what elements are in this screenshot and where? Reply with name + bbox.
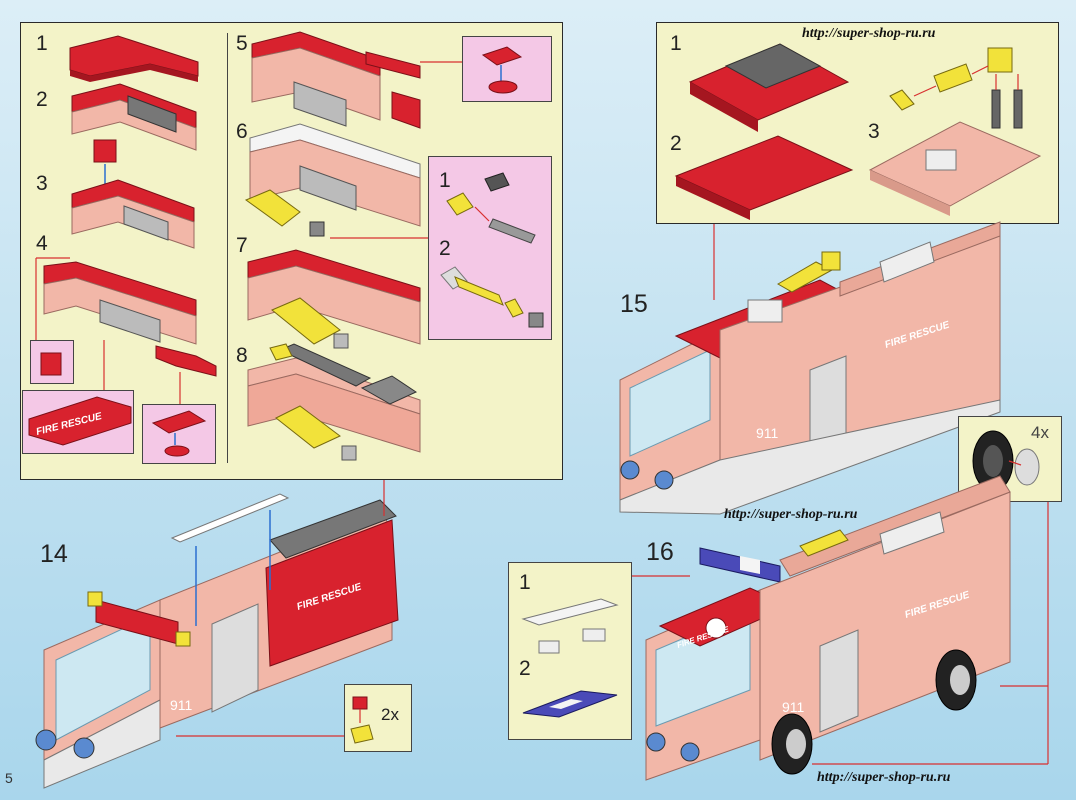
url-middle: http://super-shop-ru.ru: [724, 507, 858, 522]
step-16-911-label: 911: [782, 699, 805, 715]
panel-b-step-1-number: 1: [670, 32, 682, 55]
url-top: http://super-shop-ru.ru: [802, 26, 936, 41]
panel-b-step-1: [688, 43, 850, 132]
page-number: 5: [5, 770, 13, 786]
step4-part-a-drawing: [40, 352, 62, 376]
step-7-number: 7: [236, 234, 248, 257]
step-1-bricks: [69, 35, 199, 82]
step-14-number: 14: [40, 540, 68, 568]
sub-assembly-drawing: [440, 172, 544, 328]
step-1-number: 1: [36, 32, 48, 55]
panel-b-step-2: [674, 135, 854, 220]
callout-fire-rescue-brick: FIRE RESCUE: [22, 390, 134, 454]
step-6-bricks: [244, 123, 428, 239]
step-14-911-label: 911: [170, 697, 193, 713]
step-6-number: 6: [236, 120, 248, 143]
fire-rescue-brick-drawing: FIRE RESCUE: [28, 396, 132, 446]
step-14-callout-drawing: [350, 696, 374, 744]
step4-part-b-drawing: [151, 410, 207, 457]
panel-b-step-3-number: 3: [868, 120, 880, 143]
step-3-bricks: [71, 139, 195, 249]
panel-b-step-3: [868, 47, 1042, 216]
step-8-number: 8: [236, 344, 248, 367]
step-4-number: 4: [36, 232, 48, 255]
step-16-sub-1-number: 1: [519, 571, 531, 594]
step5-part-drawing: [481, 46, 523, 94]
step-2-bricks: [71, 83, 197, 151]
sub-step-2-number: 2: [439, 237, 451, 260]
step-7-bricks: [247, 249, 421, 349]
step-2-number: 2: [36, 88, 48, 111]
callout-step6-subassembly: 1 2: [428, 156, 552, 340]
url-bottom: http://super-shop-ru.ru: [817, 770, 951, 785]
step-16-number: 16: [646, 538, 674, 566]
wheel-drawing: [972, 430, 1040, 492]
callout-step4-part-b: [142, 404, 216, 464]
sub-step-1-number: 1: [439, 169, 451, 192]
step-16-callout-drawing: [521, 598, 619, 718]
step-5-number: 5: [236, 32, 248, 55]
step-16-sub-2-number: 2: [519, 657, 531, 680]
panel-b-step-2-number: 2: [670, 132, 682, 155]
wheel-multiplier: 4x: [1031, 423, 1049, 442]
step-5-bricks: [251, 31, 462, 129]
step-8-bricks: [247, 343, 421, 461]
step-4-bricks: [35, 257, 217, 404]
step-14-multiplier: 2x: [381, 705, 399, 724]
callout-step5-part: [462, 36, 552, 102]
callout-step4-part-a: [30, 340, 74, 384]
step-14-callout: 2x: [344, 684, 412, 752]
step-15-911-label: 911: [756, 425, 779, 441]
step-15-number: 15: [620, 290, 648, 318]
step-16-callout: 1 2: [508, 562, 632, 740]
panel-divider: [227, 33, 228, 463]
step-3-number: 3: [36, 172, 48, 195]
